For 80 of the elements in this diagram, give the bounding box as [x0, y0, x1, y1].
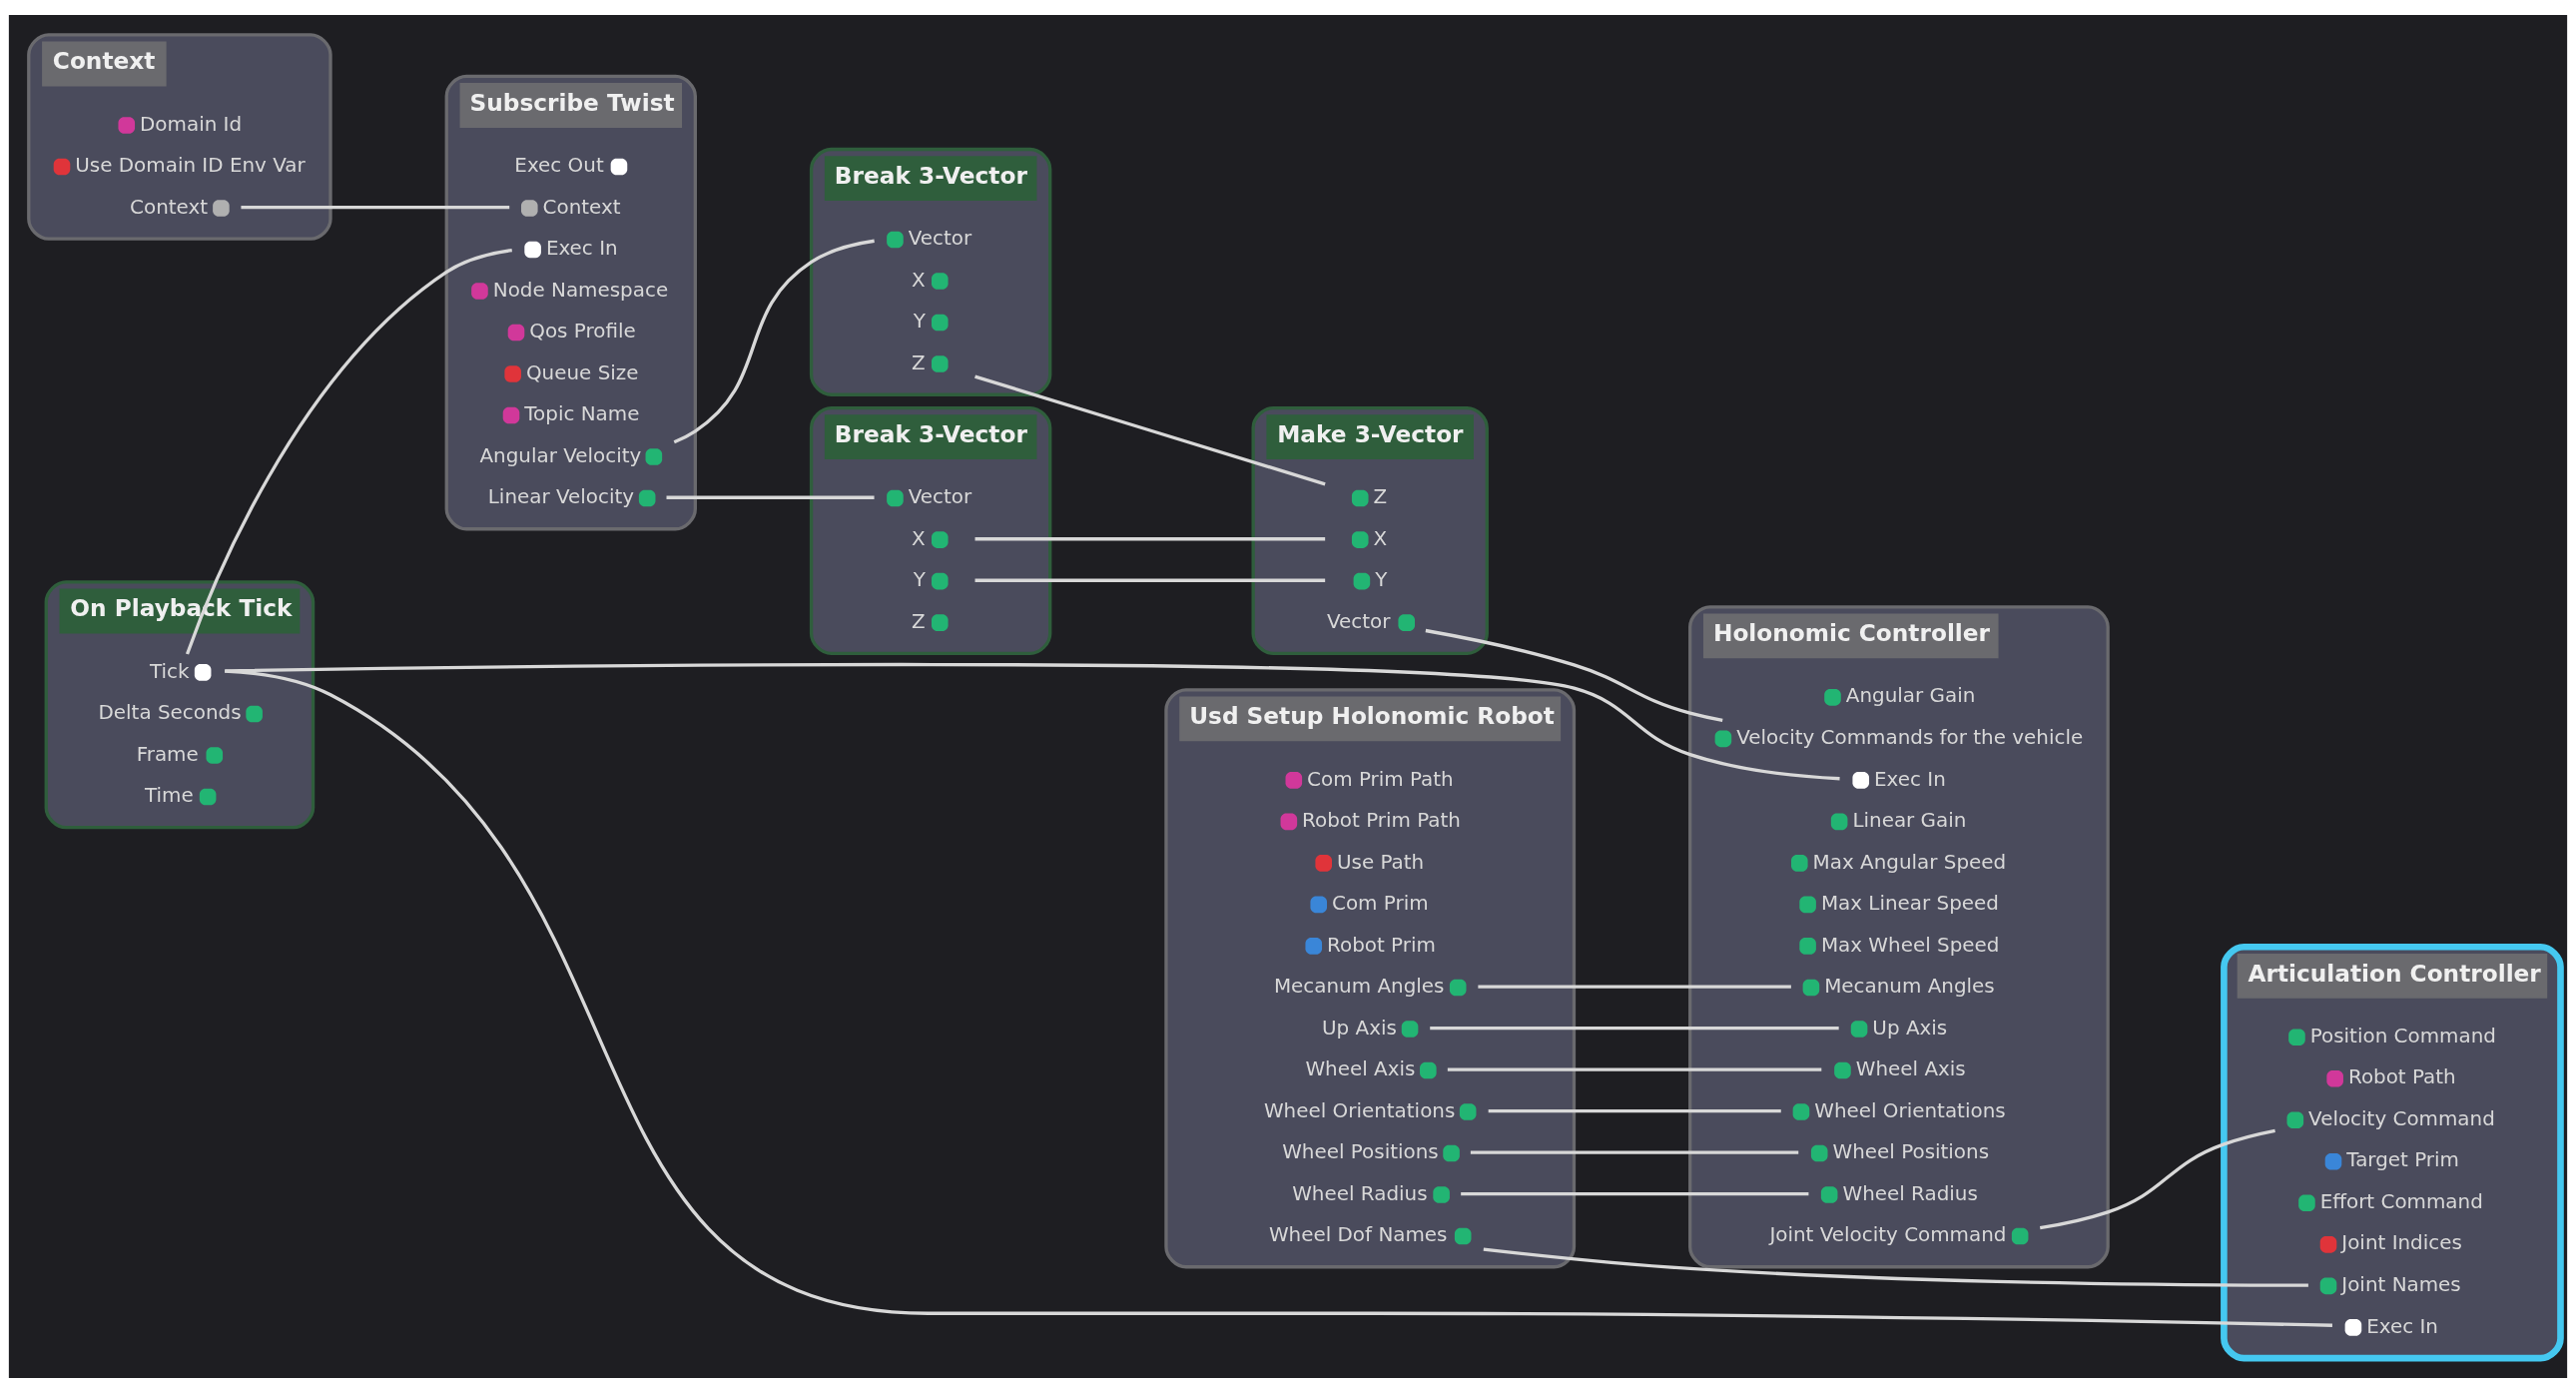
node-label: Wheel Radius: [1292, 1181, 1428, 1205]
node-label: Angular Velocity: [479, 443, 642, 467]
node-label: Joint Velocity Command: [1769, 1223, 2007, 1247]
connector: [673, 239, 875, 444]
node-label: Exec In: [1874, 767, 1946, 791]
node-label: Max Angular Speed: [1812, 850, 2007, 874]
connector: [1478, 985, 1791, 989]
node-label: Node Namespace: [492, 278, 669, 302]
connector: [185, 248, 512, 655]
node-label: Robot Prim Path: [1302, 809, 1462, 833]
node-label: Use Path: [1336, 850, 1425, 874]
connector: [241, 205, 510, 210]
node-label: Qos Profile: [529, 320, 636, 344]
node-label: Up Axis: [1322, 1016, 1397, 1040]
node-label: Context: [542, 195, 621, 219]
node-label: Domain Id: [140, 112, 243, 136]
node-label: Topic Name: [524, 402, 640, 426]
node-label: Com Prim: [1332, 892, 1429, 916]
connector: [1430, 1026, 1839, 1031]
node-label: Wheel Positions: [1282, 1140, 1439, 1164]
node-label: Vector: [908, 485, 972, 509]
node-label: Com Prim Path: [1307, 767, 1454, 791]
connector: [666, 495, 875, 499]
node-label: Max Linear Speed: [1820, 892, 1999, 916]
node-label: Time: [145, 784, 194, 808]
node-label: Joint Indices: [2341, 1231, 2462, 1255]
node-label: Robot Prim: [1327, 933, 1436, 957]
node-label: Vector: [1327, 609, 1391, 633]
node-label: Position Command: [2309, 1024, 2496, 1047]
node-label: Z: [912, 609, 926, 633]
node-label: Y: [913, 568, 926, 592]
node-label: X: [912, 268, 926, 292]
node-label: Exec Out: [514, 154, 604, 178]
node-label: Y: [913, 310, 926, 334]
node-label: Linear Gain: [1852, 809, 1967, 833]
node-label: Mecanum Angles: [1273, 975, 1445, 999]
node-label: Wheel Positions: [1832, 1140, 1990, 1164]
node-label: Vector: [908, 227, 972, 251]
connector: [1483, 1247, 2308, 1287]
node-label: Angular Gain: [1845, 684, 1976, 708]
node-label: Effort Command: [2319, 1189, 2483, 1213]
node-label: Frame: [136, 742, 199, 766]
node-label: Queue Size: [525, 360, 639, 384]
node-label: Exec In: [2366, 1314, 2438, 1338]
connector: [974, 578, 1326, 582]
connector: [225, 662, 1840, 781]
node-label: X: [912, 526, 926, 550]
node-label: Linear Velocity: [487, 485, 635, 509]
node-label: Z: [1373, 485, 1388, 509]
connector: [974, 537, 1326, 541]
node-label: X: [1373, 526, 1388, 550]
node-label: Mecanum Angles: [1824, 975, 1995, 999]
node-label: Max Wheel Speed: [1820, 933, 2000, 957]
node-label: Wheel Dof Names: [1268, 1223, 1448, 1247]
node-label: Joint Names: [2341, 1272, 2461, 1296]
node-label: Wheel Orientations: [1814, 1098, 2006, 1122]
node-label: Target Prim: [2346, 1148, 2459, 1172]
connector: [1461, 1192, 1809, 1196]
node-label: Wheel Radius: [1842, 1181, 1978, 1205]
connector: [1488, 1109, 1781, 1113]
node-label: Velocity Commands for the vehicle: [1736, 725, 2084, 749]
node-label: Delta Seconds: [98, 701, 242, 725]
connector: [2039, 1128, 2275, 1230]
node-label: Wheel Orientations: [1263, 1098, 1456, 1122]
node-label: Velocity Command: [2308, 1106, 2495, 1130]
node-label: Robot Path: [2347, 1065, 2456, 1089]
node-label: Up Axis: [1872, 1016, 1948, 1040]
connector: [974, 374, 1326, 486]
node-label: Z: [912, 350, 926, 374]
node-label: Wheel Axis: [1855, 1057, 1966, 1081]
node-label: Context: [130, 195, 209, 219]
connector: [1470, 1150, 1799, 1154]
node-label: Y: [1375, 568, 1388, 592]
node-label: Use Domain ID Env Var: [75, 154, 306, 178]
node-label: Exec In: [545, 237, 618, 261]
connector: [1447, 1067, 1822, 1071]
node-label: Wheel Axis: [1305, 1057, 1416, 1081]
connector: [224, 669, 2332, 1327]
node-label: Tick: [150, 659, 190, 683]
connector: [1425, 628, 1723, 723]
